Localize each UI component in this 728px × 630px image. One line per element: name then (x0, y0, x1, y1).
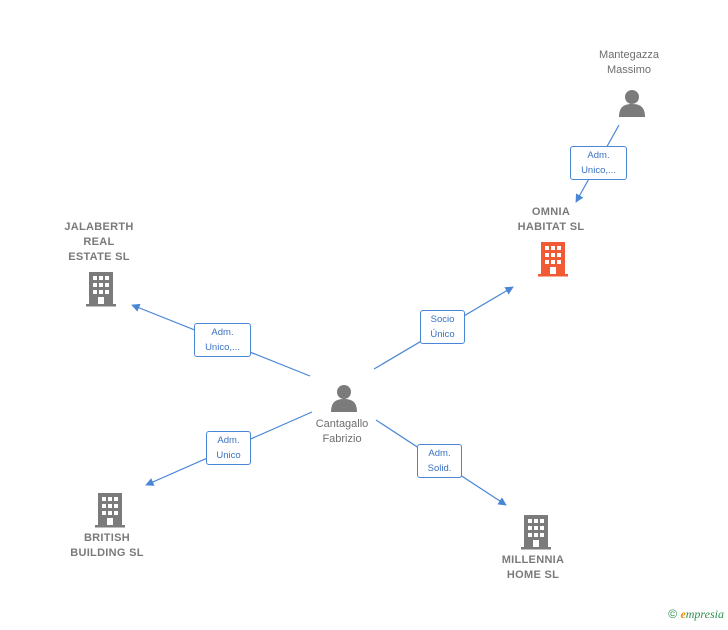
brand-logo[interactable]: empresia (680, 607, 724, 621)
node-label-jalaberth[interactable]: JALABERTH REAL ESTATE SL (64, 221, 134, 263)
edge-label-cantagallo-millennia[interactable]: Adm. Solid. (417, 444, 462, 478)
node-label-cantagallo[interactable]: Cantagallo Fabrizio (315, 418, 369, 445)
edge-label-mantegazza-omnia[interactable]: Adm. Unico,... (570, 146, 627, 180)
building-icon-millennia[interactable] (521, 515, 551, 550)
node-label-millennia[interactable]: MILLENNIA HOME SL (501, 554, 565, 581)
node-label-mantegazza[interactable]: Mantegazza Massimo (599, 49, 659, 76)
building-icon-jalaberth[interactable] (86, 272, 116, 307)
copyright-icon: © (668, 607, 678, 621)
edge-label-cantagallo-jalaberth[interactable]: Adm. Unico,... (194, 323, 251, 357)
building-icon-british[interactable] (95, 493, 125, 528)
node-label-omnia[interactable]: OMNIA HABITAT SL (517, 206, 585, 233)
edge-label-cantagallo-british[interactable]: Adm. Unico (206, 431, 251, 465)
building-icon-omnia[interactable] (538, 242, 568, 277)
person-icon-mantegazza[interactable] (619, 90, 645, 117)
edge-label-cantagallo-omnia[interactable]: Socio Único (420, 310, 465, 344)
person-icon-cantagallo[interactable] (331, 385, 357, 412)
footer-brand: © empresia (668, 607, 724, 622)
node-label-british[interactable]: BRITISH BUILDING SL (70, 532, 144, 559)
